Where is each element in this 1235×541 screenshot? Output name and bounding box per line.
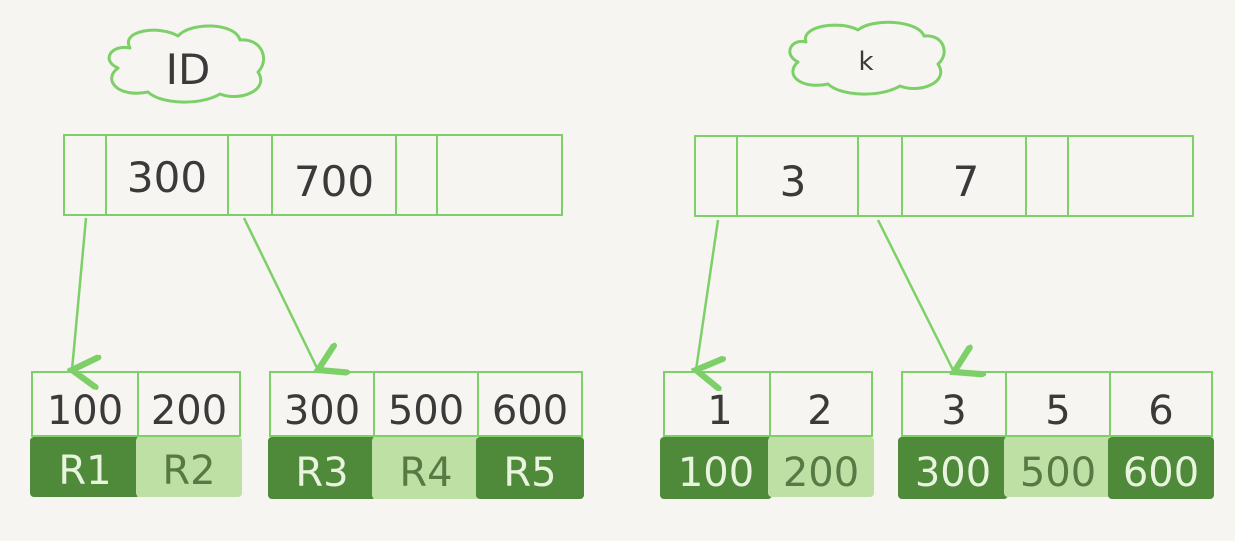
leaf-value-cell-light <box>1004 437 1112 497</box>
leaf-value-cell-dark <box>30 437 140 497</box>
leaf-value-cell-dark <box>898 437 1008 499</box>
id-root-key: 700 <box>294 157 374 206</box>
leaf-key: 100 <box>47 388 123 434</box>
k-index-tree: k 3 7 1 2 100 200 <box>660 20 1214 499</box>
leaf-key: 6 <box>1148 388 1173 434</box>
id-index-tree: ID 300 700 100 200 R1 R2 <box>30 24 584 499</box>
k-root-node: 3 7 <box>694 135 1194 217</box>
leaf-key: 3 <box>941 388 966 434</box>
leaf-value: 500 <box>1020 450 1096 496</box>
leaf-key: 2 <box>807 388 832 434</box>
leaf-value-cell-dark <box>476 437 584 499</box>
leaf-value: 200 <box>783 450 859 496</box>
leaf-value-cell-dark <box>660 437 772 499</box>
leaf-value: R4 <box>399 450 452 496</box>
id-label-cloud <box>107 24 265 104</box>
leaf-value: R5 <box>503 450 556 496</box>
id-pointer-arrow <box>242 217 318 370</box>
leaf-value: R1 <box>58 448 111 494</box>
leaf-key: 5 <box>1045 388 1070 434</box>
id-root-node: 300 700 <box>63 134 563 216</box>
leaf-value: 300 <box>915 450 991 496</box>
leaf-value: R2 <box>162 448 215 494</box>
k-index-label: k <box>858 47 873 77</box>
leaf-key: 200 <box>151 388 227 434</box>
k-label-cloud <box>788 20 946 96</box>
k-root-key: 3 <box>780 157 807 206</box>
leaf-value-cell-light <box>768 437 874 497</box>
k-pointer-arrow <box>696 219 718 370</box>
leaf-value-cell-dark <box>1108 437 1214 499</box>
k-root-key: 7 <box>953 157 980 206</box>
id-root-key: 300 <box>127 153 207 202</box>
leaf-value: 100 <box>678 450 754 496</box>
leaf-key: 300 <box>284 388 360 434</box>
id-index-label: ID <box>166 45 211 94</box>
k-pointer-arrow <box>876 219 954 372</box>
id-leaf-node: 100 200 R1 R2 <box>30 371 242 497</box>
leaf-value-cell-light <box>136 437 242 497</box>
k-leaf-node: 3 5 6 300 500 600 <box>898 371 1214 499</box>
leaf-key: 1 <box>707 388 732 434</box>
leaf-value-cell-light <box>372 437 480 499</box>
id-leaf-node: 300 500 600 R3 R4 R5 <box>268 371 584 499</box>
leaf-key: 500 <box>388 388 464 434</box>
id-pointer-arrow <box>72 217 86 370</box>
leaf-value-cell-dark <box>268 437 376 499</box>
leaf-value: R3 <box>295 450 348 496</box>
leaf-value: 600 <box>1123 450 1199 496</box>
leaf-key: 600 <box>492 388 568 434</box>
k-leaf-node: 1 2 100 200 <box>660 371 874 499</box>
